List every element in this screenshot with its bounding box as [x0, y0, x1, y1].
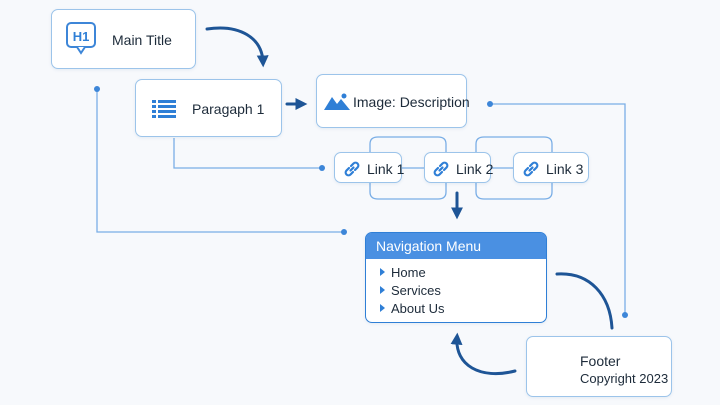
arrow-title-to-paragraph [205, 26, 269, 68]
nav-item-label: Home [391, 265, 426, 280]
nav-item-services[interactable]: Services [380, 283, 441, 298]
link-bracket-bottom-1-2 [369, 183, 447, 200]
chevron-right-icon [380, 268, 385, 276]
connector-dot [487, 101, 493, 107]
connector-dot [94, 86, 100, 92]
link-3-label: Link 3 [546, 161, 584, 177]
link-1-label: Link 1 [367, 161, 405, 177]
navigation-menu-title: Navigation Menu [376, 238, 482, 254]
navigation-menu-header: Navigation Menu [366, 233, 546, 259]
chevron-right-icon [380, 286, 385, 294]
paragraph-node[interactable]: Paragaph 1 [135, 79, 282, 137]
link-2-label: Link 2 [456, 161, 494, 177]
link-icon [343, 160, 361, 178]
navigation-menu-node[interactable]: Navigation Menu Home Services About Us [365, 232, 547, 323]
image-label: Image: Description [353, 94, 470, 110]
main-title-node[interactable]: H1 Main Title [51, 9, 196, 69]
paragraph-label: Paragaph 1 [192, 101, 265, 117]
nav-item-about-us[interactable]: About Us [380, 301, 444, 316]
connector-image-to-footer [490, 103, 626, 315]
connector-dot [341, 229, 347, 235]
nav-item-home[interactable]: Home [380, 265, 426, 280]
link-1-node[interactable]: Link 1 [334, 152, 405, 183]
footer-copyright: Copyright 2023 [580, 371, 669, 386]
link-icon [432, 160, 450, 178]
link-icon [522, 160, 540, 178]
link-bracket-2-3 [475, 136, 553, 153]
connector-dot [319, 165, 325, 171]
h1-heading-icon: H1 [66, 22, 96, 56]
link-2-node[interactable]: Link 2 [424, 152, 494, 183]
link-bracket-bottom-2-3 [475, 183, 553, 200]
footer-title: Footer [580, 353, 621, 369]
arrow-nav-to-footer [555, 272, 614, 330]
list-icon [152, 100, 176, 118]
link-3-node[interactable]: Link 3 [513, 152, 589, 183]
nav-item-label: Services [391, 283, 441, 298]
connector-title-to-nav [96, 89, 344, 233]
connector-dot [622, 312, 628, 318]
nav-item-label: About Us [391, 301, 445, 316]
link-bracket-1-2 [369, 136, 447, 153]
image-mountain-icon [324, 92, 350, 110]
image-node[interactable]: Image: Description [316, 74, 470, 128]
arrow-footer-to-nav [450, 332, 517, 376]
main-title-label: Main Title [112, 32, 172, 48]
chevron-right-icon [380, 304, 385, 312]
footer-node[interactable]: Footer Copyright 2023 [526, 336, 672, 397]
connector-paragraph-to-link1 [173, 138, 322, 169]
svg-text:H1: H1 [73, 29, 90, 44]
